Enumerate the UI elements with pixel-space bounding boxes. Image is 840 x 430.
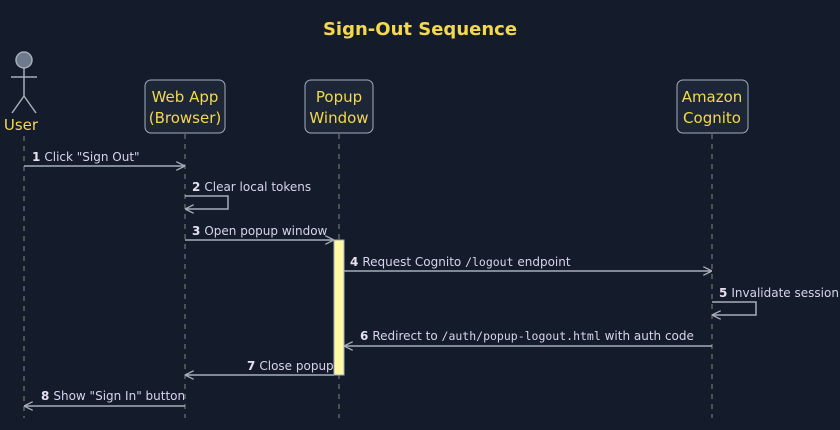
participant-cognito-line1: Amazon xyxy=(682,88,743,106)
participant-popup: Popup Window xyxy=(304,79,374,134)
participant-cognito-line2: Cognito xyxy=(683,109,741,127)
actor-user-label: User xyxy=(4,116,39,134)
participant-popup-line2: Window xyxy=(309,109,368,127)
message-2-arrow xyxy=(185,195,229,209)
participant-webapp-line1: Web App xyxy=(152,88,219,106)
participant-webapp-line2: (Browser) xyxy=(149,109,222,127)
participant-webapp: Web App (Browser) xyxy=(144,79,226,134)
participant-cognito: Amazon Cognito xyxy=(676,79,749,134)
participant-popup-line1: Popup xyxy=(316,88,362,106)
popup-activation-bar xyxy=(333,239,345,376)
diagram-title: Sign-Out Sequence xyxy=(323,19,517,40)
message-5-arrow xyxy=(712,301,757,315)
actor-head-icon xyxy=(15,51,33,69)
actor-user: User xyxy=(4,51,39,134)
